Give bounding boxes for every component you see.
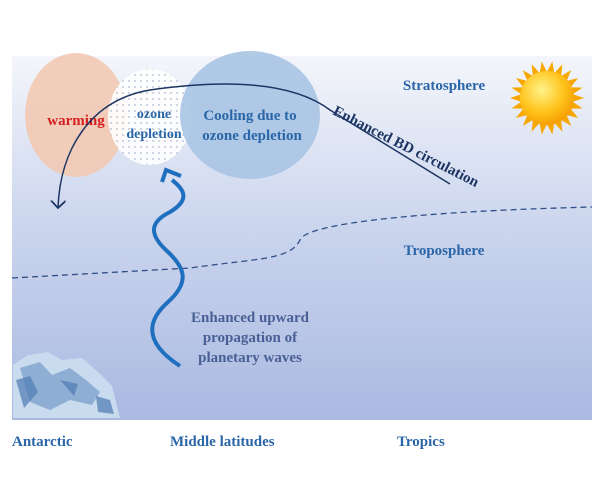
- waves-label-3: planetary waves: [198, 350, 302, 366]
- planetary-wave-arrow: [150, 178, 186, 368]
- warming-bubble: [25, 53, 127, 177]
- stratosphere-label: Stratosphere: [403, 78, 486, 94]
- wave-arrowhead-icon: [160, 167, 182, 183]
- latitude-middle: Middle latitudes: [170, 434, 275, 450]
- sun-disc: [520, 71, 574, 125]
- sun-icon: [510, 61, 584, 135]
- cooling-label-2: ozone depletion: [202, 128, 302, 144]
- bd-circulation-arrow: [58, 83, 451, 208]
- waves-label-2: propagation of: [203, 330, 298, 346]
- ozone-label: ozone: [137, 107, 171, 122]
- latitude-tropics: Tropics: [397, 434, 445, 450]
- troposphere-label: Troposphere: [404, 243, 485, 259]
- cooling-bubble: [180, 51, 320, 179]
- tropopause-line: [11, 206, 593, 279]
- iceberg-icon: [13, 352, 120, 418]
- waves-label-1: Enhanced upward: [191, 310, 310, 326]
- warming-label: warming: [47, 113, 105, 129]
- depletion-label: depletion: [126, 127, 181, 142]
- ozone-depletion-bubble: [108, 69, 192, 165]
- cooling-label-1: Cooling due to: [203, 108, 296, 124]
- latitude-antarctic: Antarctic: [12, 434, 73, 450]
